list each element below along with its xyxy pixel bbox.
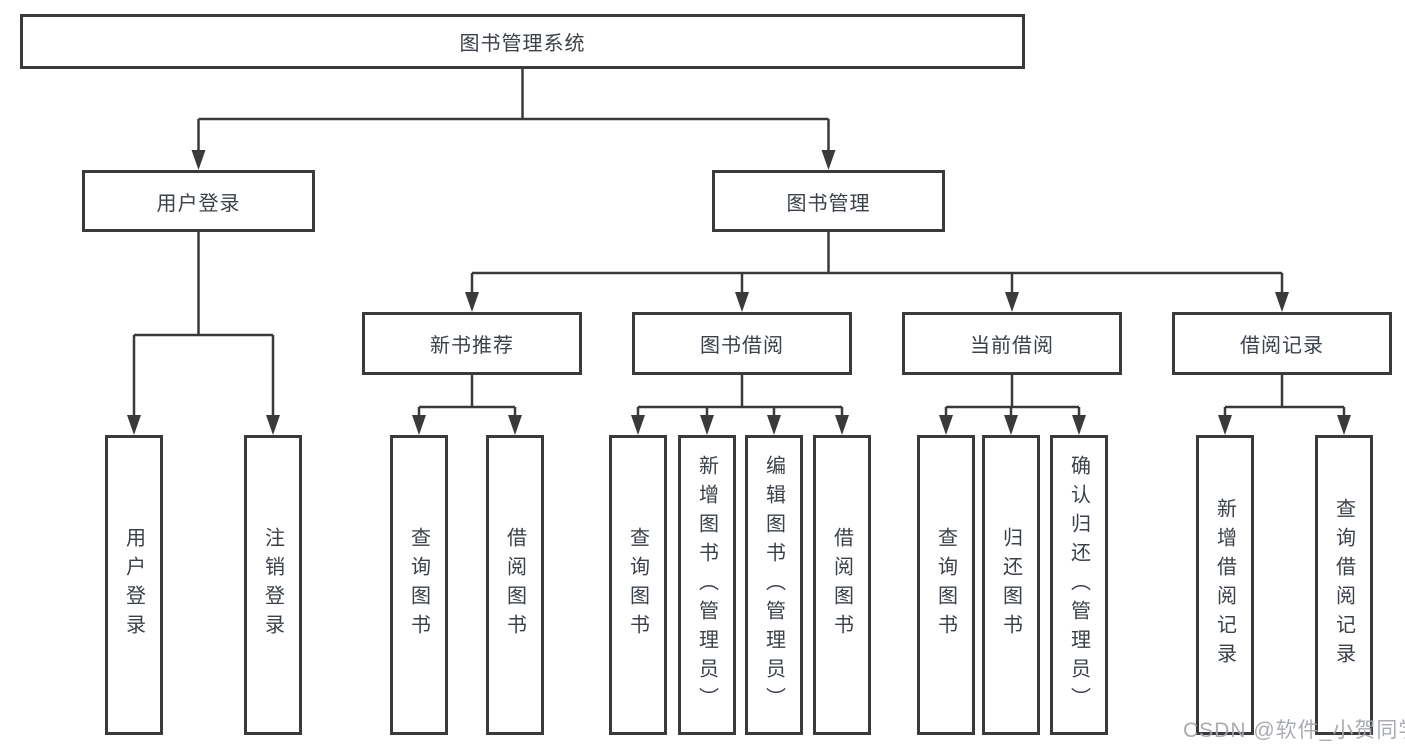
leaf-borrow-books: 借阅图书	[813, 435, 871, 735]
leaf-query-books-recommend: 查询图书	[390, 435, 448, 735]
node-user-login: 用户登录	[82, 170, 315, 232]
leaf-query-borrow-record: 查询借阅记录	[1315, 435, 1373, 735]
leaf-user-login: 用户登录	[105, 435, 163, 735]
leaf-add-books-admin: 新增图书（管理员）	[678, 435, 736, 735]
leaf-confirm-return-admin: 确认归还（管理员）	[1050, 435, 1108, 735]
node-library-management-system: 图书管理系统	[20, 14, 1025, 69]
leaf-add-borrow-record: 新增借阅记录	[1196, 435, 1254, 735]
leaf-query-books-borrow: 查询图书	[609, 435, 667, 735]
leaf-query-books-current: 查询图书	[917, 435, 975, 735]
node-book-borrow: 图书借阅	[632, 312, 852, 375]
leaf-return-books: 归还图书	[982, 435, 1040, 735]
leaf-edit-books-admin: 编辑图书（管理员）	[745, 435, 803, 735]
node-new-book-recommend: 新书推荐	[362, 312, 582, 375]
leaf-logout: 注销登录	[244, 435, 302, 735]
leaf-borrow-books-recommend: 借阅图书	[486, 435, 544, 735]
node-borrow-records: 借阅记录	[1172, 312, 1392, 375]
node-current-borrow: 当前借阅	[902, 312, 1122, 375]
node-book-management: 图书管理	[712, 170, 945, 232]
csdn-watermark: CSDN @软件_小贺同学	[1183, 719, 1405, 742]
